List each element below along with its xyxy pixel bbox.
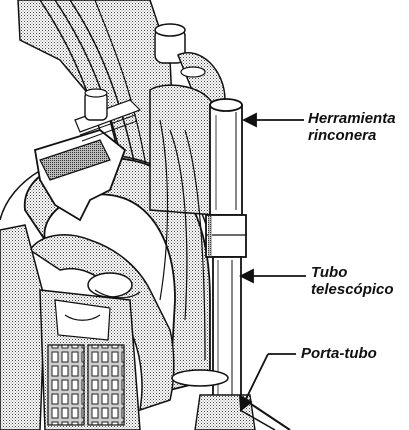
- tubo-arrow-icon: [241, 270, 253, 282]
- callout-herramienta-rinconera: Herramienta rinconera: [308, 110, 396, 144]
- callout-porta-tubo: Porta-tubo: [301, 345, 377, 362]
- callout-herramienta-line2: rinconera: [308, 127, 396, 144]
- callout-tubo-line1: Tubo: [311, 264, 394, 281]
- leader-arrows: [240, 114, 306, 410]
- callout-porta-tubo-line1: Porta-tubo: [301, 345, 377, 362]
- callout-herramienta-line1: Herramienta: [308, 110, 396, 127]
- callout-tubo-telescopico: Tubo telescópico: [311, 264, 394, 298]
- callout-tubo-line2: telescópico: [311, 281, 394, 298]
- porta-tubo-leader-diagonal: [243, 354, 268, 405]
- herramienta-arrow-icon: [244, 114, 256, 126]
